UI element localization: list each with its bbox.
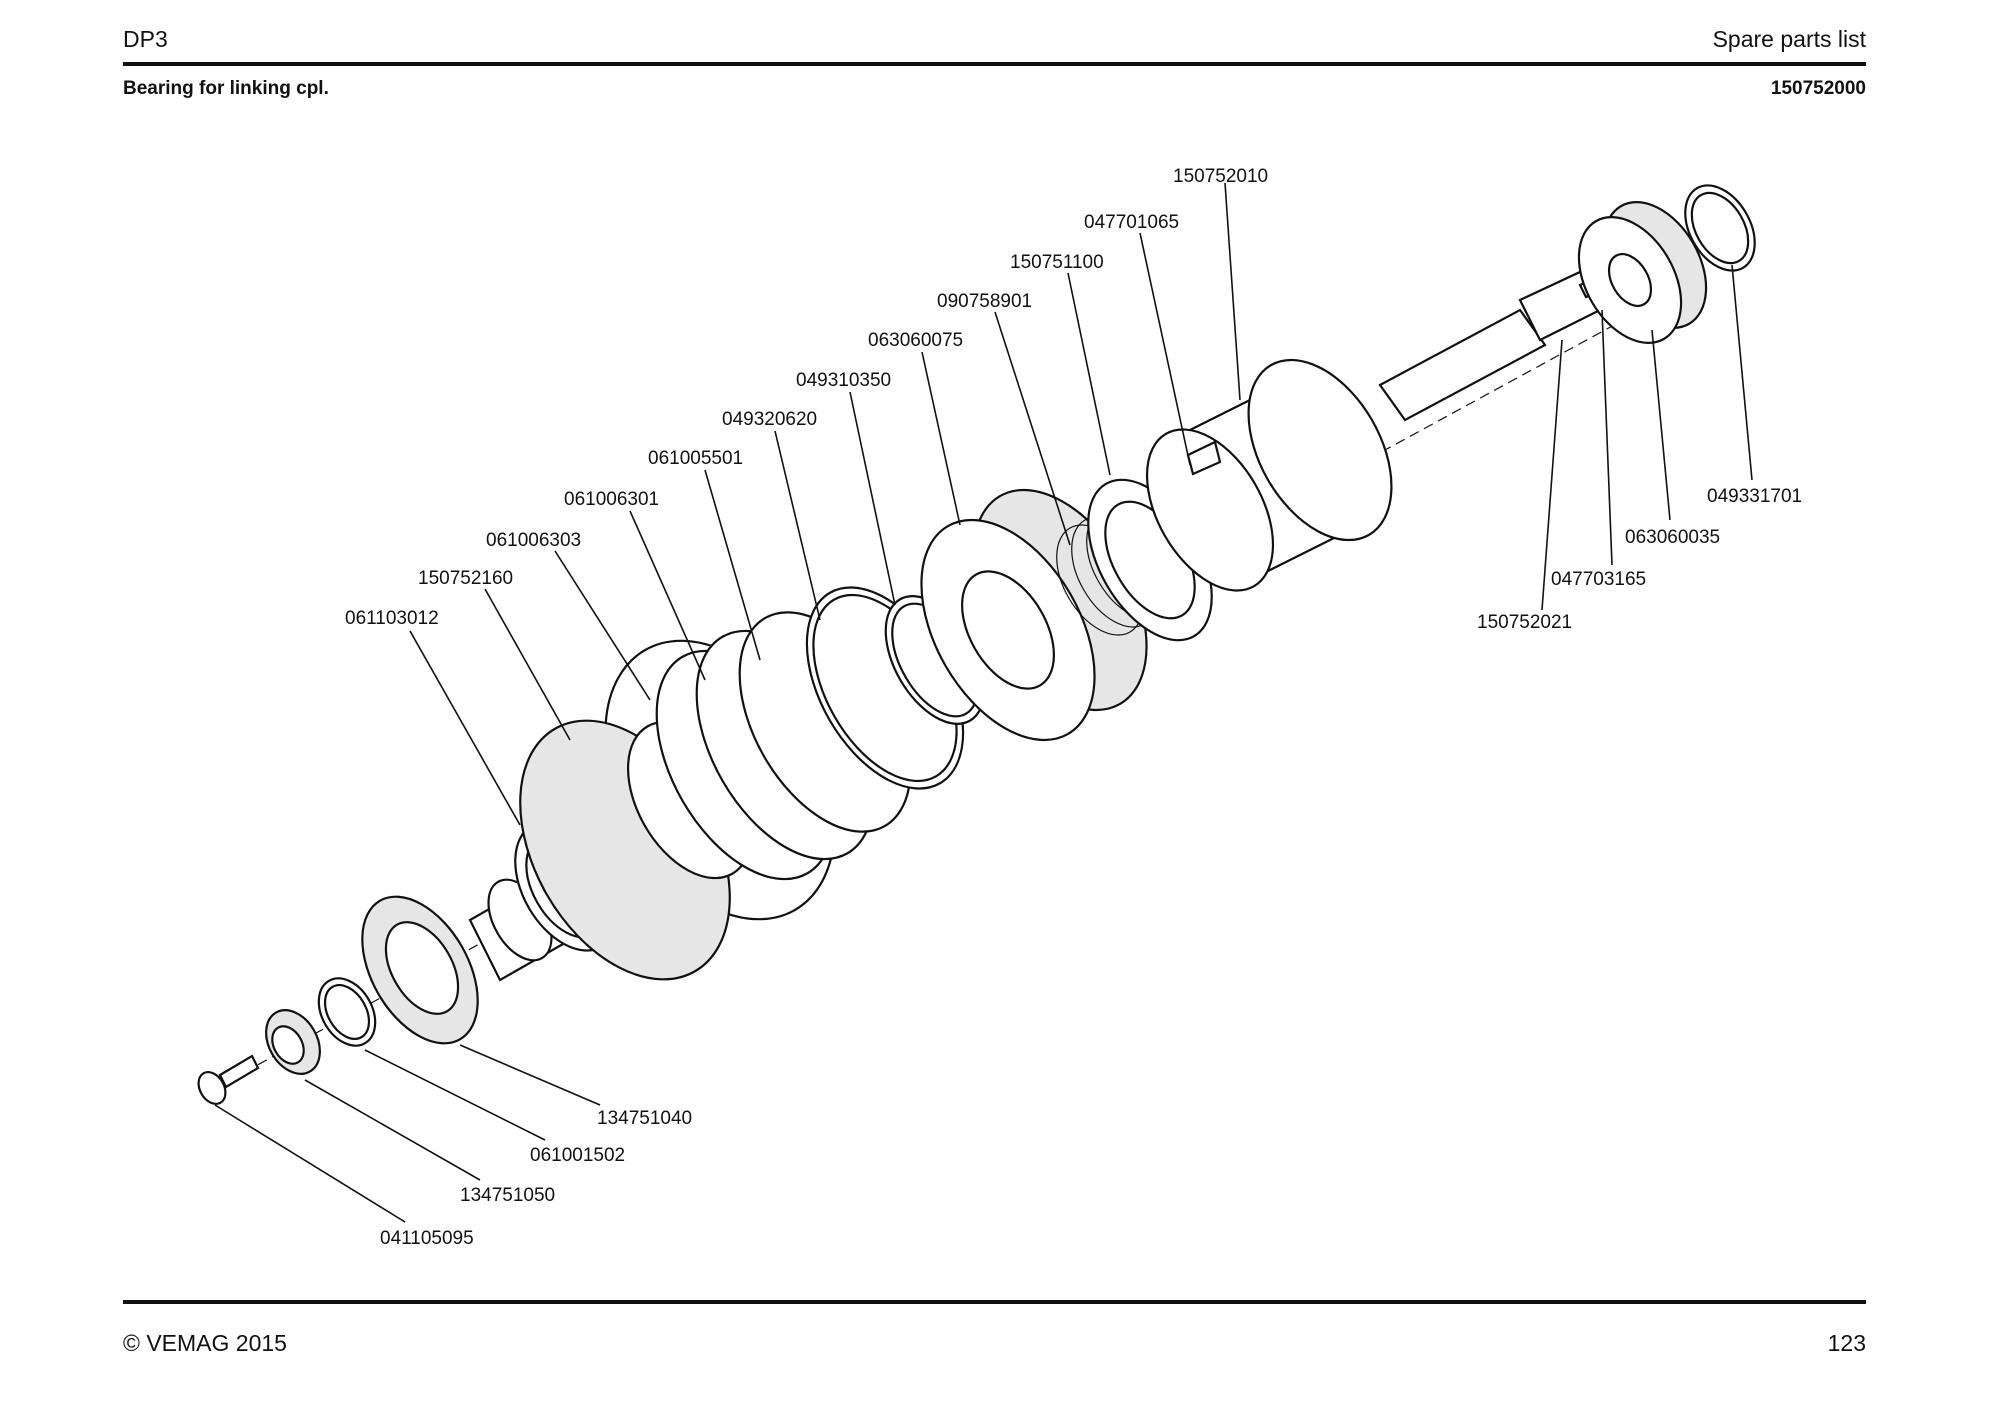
callout-061001502: 061001502 — [530, 1145, 625, 1166]
circlip-049331701 — [1684, 184, 1756, 272]
callout-150751100: 150751100 — [1010, 252, 1104, 273]
header-product: DP3 — [123, 26, 168, 52]
header-rule — [123, 62, 1866, 66]
footer-page-number: 123 — [1827, 1330, 1866, 1356]
ring-part — [317, 977, 377, 1047]
assembly-number: 150752000 — [1770, 78, 1866, 99]
header-document-type: Spare parts list — [1712, 26, 1866, 52]
callout-061103012: 061103012 — [345, 608, 439, 629]
callout-150752160: 150752160 — [418, 568, 513, 589]
footer-rule — [123, 1300, 1866, 1304]
callout-047703165: 047703165 — [1551, 569, 1646, 590]
callout-049310350: 049310350 — [796, 370, 891, 391]
callout-061006301: 061006301 — [564, 489, 659, 510]
callout-134751050: 134751050 — [460, 1185, 555, 1206]
callout-090758901: 090758901 — [937, 291, 1032, 312]
callout-047701065: 047701065 — [1084, 212, 1179, 233]
callout-134751040: 134751040 — [597, 1108, 692, 1129]
callout-063060035: 063060035 — [1625, 527, 1720, 548]
assembly-title: Bearing for linking cpl. — [123, 78, 329, 99]
callout-150752010: 150752010 — [1173, 166, 1268, 187]
callout-049331701: 049331701 — [1707, 486, 1802, 507]
callout-150752021: 150752021 — [1477, 612, 1572, 633]
bushing-part — [265, 1009, 321, 1075]
callout-063060075: 063060075 — [868, 330, 963, 351]
bearing-063060035 — [1577, 201, 1708, 344]
leader-lines — [214, 182, 1753, 1223]
pin-part — [197, 1054, 260, 1105]
gear-hub-150752010 — [1145, 358, 1393, 592]
footer-copyright: © VEMAG 2015 — [123, 1330, 287, 1356]
callout-061006303: 061006303 — [486, 530, 581, 551]
callout-041105095: 041105095 — [380, 1228, 474, 1249]
callout-061005501: 061005501 — [648, 448, 743, 469]
callout-049320620: 049320620 — [722, 409, 817, 430]
